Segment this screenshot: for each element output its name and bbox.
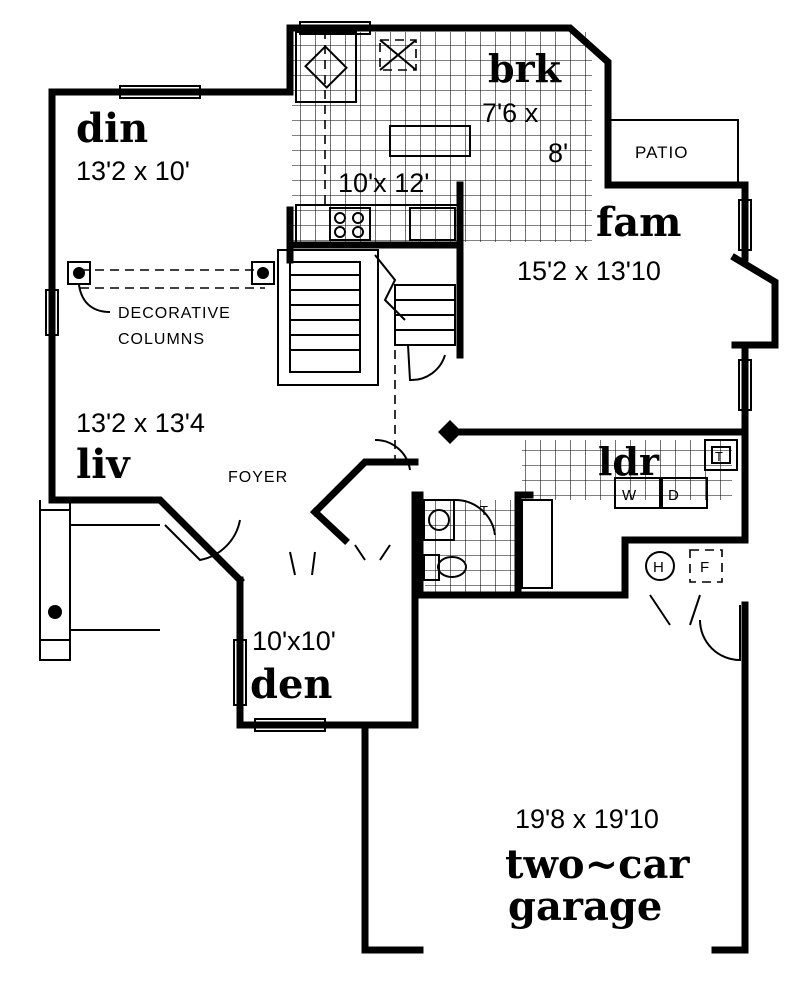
- foyer-label: FOYER: [228, 469, 288, 486]
- foyer-post: [438, 420, 462, 444]
- patio-outline: [608, 119, 739, 185]
- patio-label: PATIO: [635, 143, 689, 162]
- garage-dim: 19'8 x 19'10: [515, 804, 659, 834]
- bath-tub-label: T: [480, 503, 488, 518]
- bath-fixtures: [423, 499, 553, 589]
- columns-label-line1: DECORATIVE: [118, 305, 231, 322]
- laundry-tile-floor: [522, 440, 732, 500]
- breakfast-dim-line1: 7'6 x: [482, 98, 539, 128]
- decorative-columns: [67, 261, 275, 313]
- family-name: fam: [596, 199, 681, 246]
- laundry-tub-label: T: [715, 449, 723, 464]
- heater-label: H: [653, 559, 664, 576]
- family-dim: 15'2 x 13'10: [517, 256, 661, 286]
- doors: [164, 344, 741, 662]
- garage-name-line2: garage: [508, 883, 662, 930]
- breakfast-dim-line2: 8': [548, 138, 568, 168]
- living-name: liv: [76, 441, 131, 488]
- dashed-lines: [80, 30, 396, 460]
- breakfast-name: brk: [488, 46, 562, 91]
- laundry-name: ldr: [598, 439, 660, 484]
- living-dim: 13'2 x 13'4: [76, 408, 205, 438]
- garage-name-line1: two~car: [505, 841, 690, 888]
- mechanical-equipment: [645, 549, 723, 583]
- columns-label-line2: COLUMNS: [118, 331, 205, 348]
- dining-name: din: [76, 105, 148, 152]
- bay-window: [39, 500, 160, 661]
- walls: [48, 24, 779, 954]
- laundry-fixtures: [614, 439, 738, 509]
- windows: [45, 21, 752, 732]
- stairs: [277, 249, 456, 386]
- bath-tile-floor: [425, 500, 520, 595]
- washer-label: W: [622, 487, 637, 504]
- kitchen-counters: [295, 31, 471, 244]
- kitchen-dim: 10'x 12': [338, 168, 429, 198]
- den-dim: 10'x10': [252, 626, 336, 656]
- dining-dim: 13'2 x 10': [76, 156, 190, 186]
- den-name: den: [250, 661, 333, 708]
- furnace-label: F: [700, 559, 709, 576]
- dryer-label: D: [668, 487, 679, 504]
